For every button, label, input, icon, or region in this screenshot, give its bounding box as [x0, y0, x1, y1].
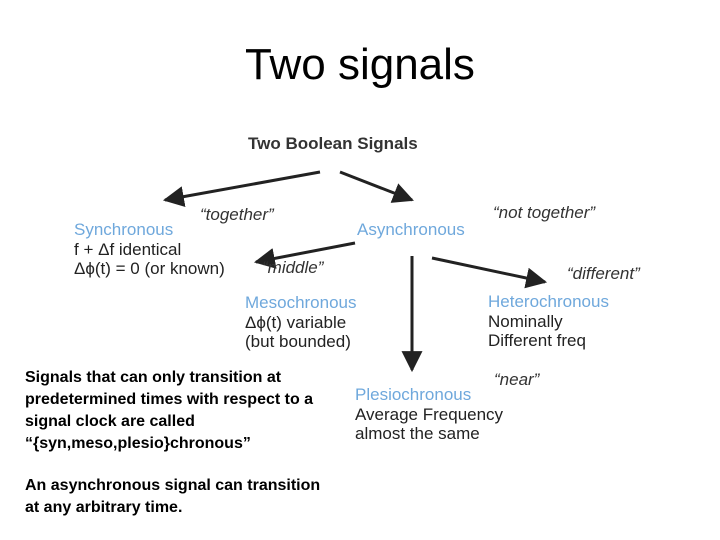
node-mesochronous-label: Mesochronous: [245, 293, 357, 312]
quote-not-together: “not together”: [493, 203, 596, 222]
node-synchronous-line: Δϕ(t) = 0 (or known): [74, 259, 225, 278]
caption-line: predetermined times with respect to a: [25, 391, 314, 408]
quote-middle: “middle”: [262, 258, 324, 277]
node-synchronous: Synchronous f + Δf identical Δϕ(t) = 0 (…: [74, 220, 225, 278]
quote-near: “near”: [494, 370, 540, 389]
node-plesiochronous-line: almost the same: [355, 424, 480, 443]
node-mesochronous-line: (but bounded): [245, 332, 351, 351]
arrow-to-asynchronous: [339, 170, 414, 203]
node-synchronous-line: f + Δf identical: [74, 240, 182, 259]
caption-synchronous-definition: Signals that can only transition at pred…: [25, 367, 313, 455]
page-title: Two signals: [245, 40, 475, 89]
diagram-root-label: Two Boolean Signals: [248, 134, 418, 153]
arrow-to-synchronous: [162, 170, 321, 207]
caption-line: “{syn,meso,plesio}chronous”: [25, 435, 251, 452]
node-heterochronous-label: Heterochronous: [488, 292, 609, 311]
node-plesiochronous-label: Plesiochronous: [355, 385, 472, 404]
quote-different: “different”: [567, 264, 640, 283]
quote-together: “together”: [200, 205, 274, 224]
node-plesiochronous-line: Average Frequency: [355, 405, 504, 424]
node-asynchronous: Asynchronous: [357, 220, 465, 240]
node-asynchronous-label: Asynchronous: [357, 220, 465, 239]
caption-line: Signals that can only transition at: [25, 369, 282, 386]
node-heterochronous: Heterochronous Nominally Different freq: [488, 292, 609, 350]
arrow-to-heterochronous: [431, 256, 548, 289]
caption-line: An asynchronous signal can transition: [25, 477, 321, 494]
caption-asynchronous-definition: An asynchronous signal can transition at…: [25, 475, 320, 519]
node-plesiochronous: Plesiochronous Average Frequency almost …: [355, 385, 503, 443]
caption-line: at any arbitrary time.: [25, 499, 183, 516]
node-mesochronous-line: Δϕ(t) variable: [245, 313, 347, 332]
node-heterochronous-line: Different freq: [488, 331, 586, 350]
node-heterochronous-line: Nominally: [488, 312, 563, 331]
node-mesochronous: Mesochronous Δϕ(t) variable (but bounded…: [245, 293, 357, 351]
caption-line: signal clock are called: [25, 413, 195, 430]
node-synchronous-label: Synchronous: [74, 220, 174, 239]
arrow-to-mesochronous: [253, 241, 356, 269]
